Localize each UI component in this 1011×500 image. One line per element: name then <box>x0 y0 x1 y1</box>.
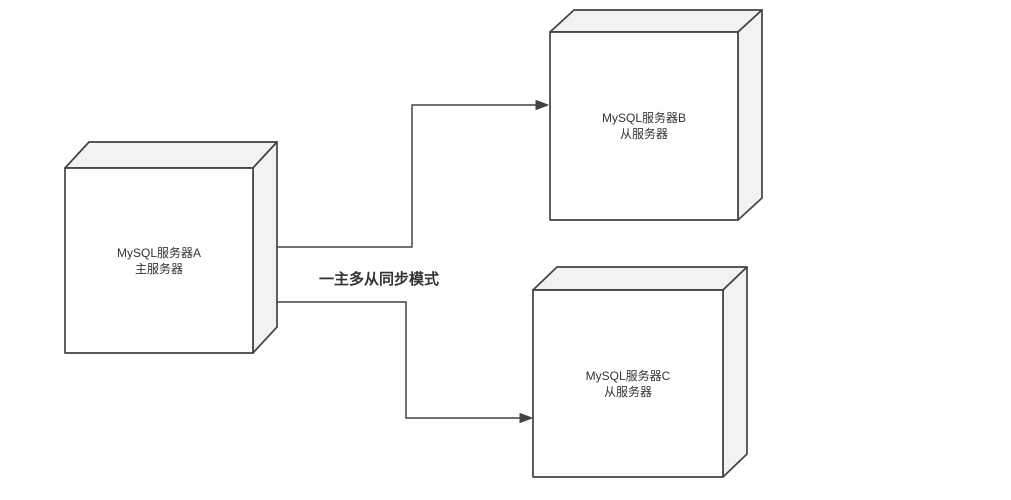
cube-front-face <box>64 167 254 354</box>
cube-front-face <box>532 289 724 478</box>
node-b-name: MySQL服务器B <box>602 110 686 125</box>
edge-line-a-to-b <box>277 104 536 248</box>
node-c-role: 从服务器 <box>604 384 652 399</box>
arrowhead-icon <box>535 100 549 110</box>
edge-label-sync-mode: 一主多从同步模式 <box>319 270 439 288</box>
edge-master-to-slave-c <box>277 301 533 423</box>
cube-side-face <box>252 141 278 354</box>
cube-front-face <box>549 31 739 221</box>
edge-line-a-to-c <box>277 301 520 419</box>
cube-top-face <box>549 9 763 33</box>
node-mysql-server-b: MySQL服务器B 从服务器 <box>549 9 763 221</box>
node-a-name: MySQL服务器A <box>117 245 201 260</box>
node-c-name: MySQL服务器C <box>586 368 671 383</box>
node-b-role: 从服务器 <box>620 126 668 141</box>
node-mysql-server-a: MySQL服务器A 主服务器 <box>64 141 278 354</box>
arrowhead-icon <box>519 413 533 423</box>
cube-top-face <box>532 266 748 291</box>
node-mysql-server-c: MySQL服务器C 从服务器 <box>532 266 748 478</box>
node-a-role: 主服务器 <box>135 261 183 276</box>
cube-side-face <box>722 266 748 478</box>
cube-side-face <box>737 9 763 221</box>
edge-master-to-slave-b <box>277 100 549 248</box>
cube-top-face <box>64 141 278 169</box>
